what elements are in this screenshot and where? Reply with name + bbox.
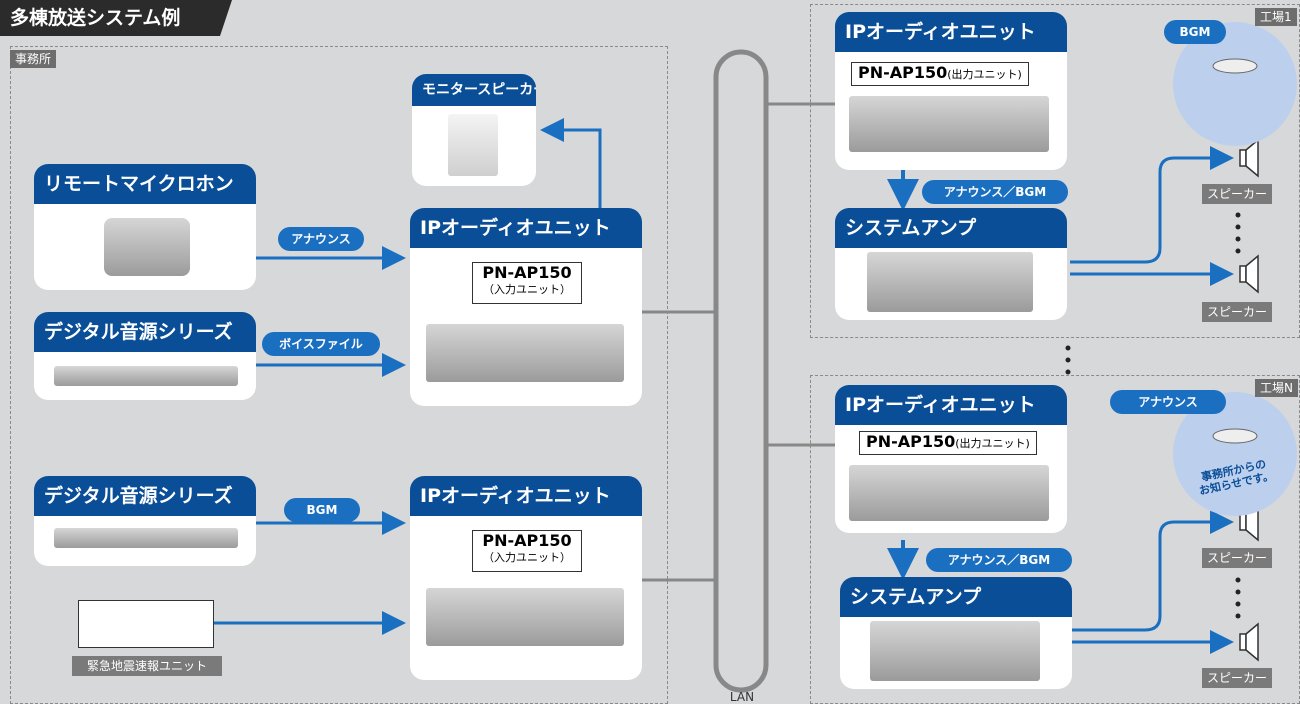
factory1-ip-unit-title: IPオーディオユニット — [835, 12, 1067, 52]
model-sub: （入力ユニット） — [483, 283, 571, 296]
player-device-icon — [54, 528, 238, 548]
player-device-icon — [54, 366, 238, 386]
amplifier-device-icon — [867, 252, 1033, 312]
ip-unit-card-2: IPオーディオユニット PN-AP150 （入力ユニット） — [410, 476, 642, 680]
region-label-factory1: 工場1 — [1255, 8, 1297, 26]
model-number: PN-AP150 — [858, 63, 948, 82]
ip-unit-title-1: IPオーディオユニット — [410, 208, 642, 248]
factoryN-flow: アナウンス／BGM — [926, 548, 1072, 572]
speaker-label: スピーカー — [1202, 668, 1272, 688]
digital-source-card-2: デジタル音源シリーズ — [34, 476, 256, 566]
page-title: 多棟放送システム例 — [0, 0, 232, 36]
speaker-label: スピーカー — [1202, 548, 1272, 568]
monitor-speaker-card: モニタースピーカー — [412, 74, 536, 186]
audio-unit-device-icon — [426, 588, 624, 646]
speaker-label: スピーカー — [1202, 184, 1272, 204]
factoryN-amp-card: システムアンプ — [840, 577, 1072, 689]
model-number: PN-AP150 — [482, 531, 572, 550]
model-sub: (出力ユニット) — [947, 68, 1022, 81]
speaker-label: スピーカー — [1202, 302, 1272, 322]
microphone-icon — [104, 218, 190, 276]
digital-source-title-1: デジタル音源シリーズ — [34, 312, 256, 352]
factoryN-ip-unit-title: IPオーディオユニット — [835, 385, 1067, 425]
flow-announce: アナウンス — [278, 227, 364, 251]
eew-unit-box — [78, 600, 214, 648]
factoryN-model-box: PN-AP150(出力ユニット) — [859, 431, 1037, 455]
factory1-model-box: PN-AP150(出力ユニット) — [851, 62, 1029, 86]
digital-source-card-1: デジタル音源シリーズ — [34, 312, 256, 400]
speaker-icon — [1239, 138, 1259, 662]
factoryN-amp-title: システムアンプ — [840, 577, 1072, 617]
speaker-cabinet-icon — [448, 114, 498, 176]
factory1-amp-title: システムアンプ — [835, 208, 1067, 248]
amplifier-device-icon — [870, 621, 1040, 681]
model-number: PN-AP150 — [866, 432, 956, 451]
flow-bgm: BGM — [284, 498, 360, 522]
region-label-office: 事務所 — [10, 50, 57, 68]
ip-unit-title-2: IPオーディオユニット — [410, 476, 642, 516]
monitor-speaker-title: モニタースピーカー — [412, 74, 536, 106]
digital-source-title-2: デジタル音源シリーズ — [34, 476, 256, 516]
factory1-ip-unit-card: IPオーディオユニット PN-AP150(出力ユニット) — [835, 12, 1067, 170]
audio-unit-device-icon — [849, 96, 1049, 152]
ellipsis-dots — [1065, 212, 1241, 619]
model-sub: (出力ユニット) — [955, 437, 1030, 450]
model-number: PN-AP150 — [482, 263, 572, 282]
region-label-factoryN: 工場N — [1255, 379, 1298, 397]
factory1-badge: BGM — [1164, 20, 1226, 44]
remote-mic-title: リモートマイクロホン — [34, 164, 256, 204]
factoryN-ip-unit-card: IPオーディオユニット PN-AP150(出力ユニット) — [835, 385, 1067, 533]
factory1-amp-card: システムアンプ — [835, 208, 1067, 320]
audio-unit-device-icon — [849, 465, 1049, 521]
eew-unit-label: 緊急地震速報ユニット — [72, 656, 222, 676]
model-sub: （入力ユニット） — [483, 551, 571, 564]
factoryN-badge: アナウンス — [1110, 390, 1226, 414]
remote-mic-card: リモートマイクロホン — [34, 164, 256, 290]
lan-label: LAN — [729, 690, 755, 704]
model-box-1: PN-AP150 （入力ユニット） — [472, 262, 582, 304]
model-box-2: PN-AP150 （入力ユニット） — [472, 530, 582, 572]
ip-unit-card-1: IPオーディオユニット PN-AP150 （入力ユニット） — [410, 208, 642, 406]
factory1-flow: アナウンス／BGM — [922, 180, 1068, 204]
audio-unit-device-icon — [426, 324, 624, 382]
flow-voicefile: ボイスファイル — [262, 332, 380, 356]
lan-bus — [713, 49, 769, 693]
